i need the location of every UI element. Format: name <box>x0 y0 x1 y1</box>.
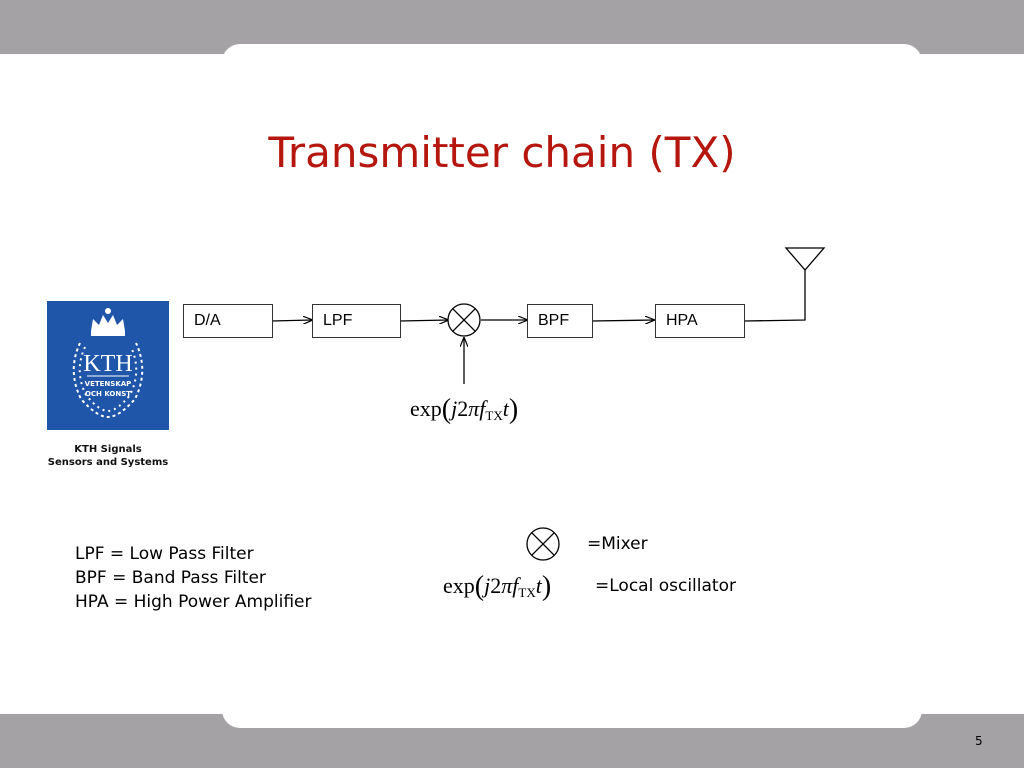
logo-caption: KTH Signals Sensors and Systems <box>38 443 178 469</box>
block-lpf: LPF <box>312 304 401 338</box>
expr-two: 2 <box>457 396 469 421</box>
legend-lpf: LPF = Low Pass Filter <box>75 544 254 564</box>
block-da: D/A <box>183 304 273 338</box>
block-hpa: HPA <box>655 304 745 338</box>
arrow-bpf-to-hpa <box>591 320 654 321</box>
mixer-icon <box>447 303 481 337</box>
expr-f: f <box>479 396 486 421</box>
line-hpa-to-antenna <box>744 270 806 322</box>
abbreviation-legend: LPF = Low Pass Filter BPF = Band Pass Fi… <box>75 542 312 614</box>
legend-mixer-label: =Mixer <box>587 534 648 554</box>
slide-bottom-tab <box>222 700 922 728</box>
kth-seal-text-1: VETENSKAP <box>85 380 132 388</box>
antenna-icon <box>784 247 826 271</box>
expr-t: t <box>502 396 509 421</box>
legend-bpf: BPF = Band Pass Filter <box>75 568 266 588</box>
legend-expr-open-paren: ( <box>474 571 485 602</box>
legend-expr-j: j <box>484 573 491 598</box>
slide-panel <box>0 54 1024 714</box>
legend-mixer-icon <box>526 527 560 561</box>
legend-expr-f: f <box>512 573 519 598</box>
legend-oscillator-label: =Local oscillator <box>595 576 736 596</box>
slide-title: Transmitter chain (TX) <box>268 128 736 177</box>
kth-logo: KTH VETENSKAP OCH KONST <box>47 301 169 430</box>
logo-caption-line1: KTH Signals <box>74 444 142 455</box>
expr-j: j <box>451 396 458 421</box>
expr-close-paren: ) <box>508 394 519 425</box>
oscillator-expression: exp(j2πfTXt) <box>410 394 518 426</box>
kth-wordmark: KTH <box>83 351 132 377</box>
slide-top-tab <box>222 44 922 74</box>
arrow-da-to-lpf <box>271 320 312 321</box>
logo-caption-line2: Sensors and Systems <box>47 457 169 468</box>
kth-seal-icon: KTH VETENSKAP OCH KONST <box>72 308 144 419</box>
legend-expr-t: t <box>535 573 542 598</box>
page-number: 5 <box>975 734 983 748</box>
legend-oscillator-expression: exp(j2πfTXt) <box>443 571 551 603</box>
block-bpf: BPF <box>527 304 593 338</box>
legend-hpa: HPA = High Power Amplifier <box>75 592 312 612</box>
legend-expr-pi: π <box>501 573 513 598</box>
legend-expr-close-paren: ) <box>541 571 552 602</box>
expr-open-paren: ( <box>441 394 452 425</box>
expr-func: exp <box>410 396 442 421</box>
legend-expr-func: exp <box>443 573 475 598</box>
expr-pi: π <box>468 396 480 421</box>
expr-sub: TX <box>485 408 503 423</box>
arrow-lpf-to-mixer <box>399 320 448 321</box>
legend-expr-sub: TX <box>518 585 536 600</box>
kth-seal-text-2: OCH KONST <box>85 390 131 398</box>
legend-expr-two: 2 <box>490 573 502 598</box>
